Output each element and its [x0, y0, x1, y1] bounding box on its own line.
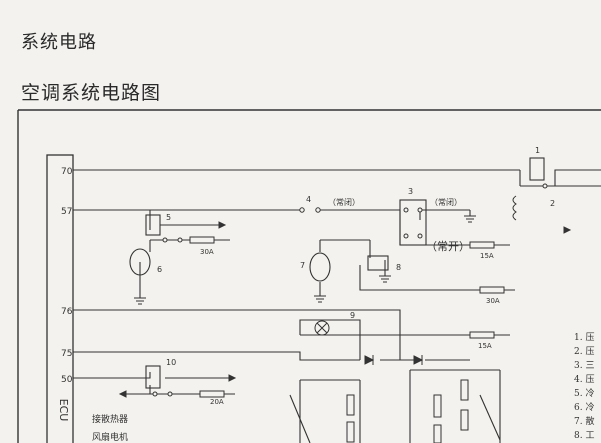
fuse-label-15a-a: 15A	[480, 252, 494, 260]
component-number-6: 6	[157, 265, 162, 274]
legend-item: 2. 压	[574, 346, 594, 357]
diagram-title: 空调系统电路图	[21, 82, 162, 104]
component-number-9: 9	[350, 311, 355, 320]
component-number-3: 3	[408, 187, 413, 196]
lamp-9	[314, 320, 330, 336]
ecu-block	[46, 154, 74, 443]
component-number-8: 8	[396, 263, 401, 272]
component-number-1: 1	[535, 146, 540, 155]
component-number-10: 10	[166, 358, 176, 367]
coil-2	[512, 195, 517, 221]
ecu-pin-57: 57	[61, 207, 72, 217]
legend-item: 4. 压	[574, 374, 594, 385]
legend-item: 6. 冷	[574, 401, 594, 413]
fuse-symbols	[189, 236, 505, 398]
legend-item: 3. 三	[574, 361, 594, 371]
ecu-pin-76: 76	[61, 307, 73, 317]
ecu-label: ECU	[57, 399, 70, 422]
resistor-symbols	[346, 379, 469, 443]
component-number-4: 4	[306, 195, 311, 204]
legend-list: 1. 压 2. 压 3. 三 4. 压 5. 冷 6. 冷 7. 散 8. 工	[574, 332, 594, 441]
switch-contacts	[152, 183, 548, 397]
ecu-pin-70: 70	[61, 167, 73, 177]
ecu-pin-75: 75	[61, 349, 72, 359]
page-title: 系统电路	[21, 32, 97, 53]
fuse-label-15a-b: 15A	[478, 342, 492, 350]
state-label-normally-open: （常开）	[426, 240, 470, 253]
diodes	[364, 355, 424, 365]
legend-item: 5. 冷	[574, 387, 594, 399]
ecu-pin-connectors	[73, 169, 79, 379]
ecu-pin-50: 50	[61, 375, 73, 385]
note-line-2: 风扇电机	[92, 431, 128, 443]
legend-item: 8. 工	[574, 431, 594, 441]
component-number-7: 7	[300, 261, 305, 270]
fuse-label-20a: 20A	[210, 398, 224, 406]
wiring	[79, 169, 601, 443]
ground-symbols	[134, 215, 476, 305]
note-line-1: 接散热器	[92, 413, 128, 425]
legend-item: 1. 压	[574, 332, 594, 343]
relay-boxes	[145, 157, 545, 389]
component-number-5: 5	[166, 213, 171, 222]
component-number-2: 2	[550, 199, 555, 208]
arrows	[118, 221, 572, 398]
state-label-normally-closed-a: （常闭）	[328, 198, 360, 207]
diagram-frame	[17, 109, 601, 443]
motor-symbols	[129, 248, 331, 282]
fuse-label-30a-a: 30A	[200, 248, 214, 256]
state-label-normally-closed-b: （常闭）	[430, 198, 462, 207]
legend-item: 7. 散	[574, 415, 594, 427]
fuse-label-30a-b: 30A	[486, 297, 500, 305]
